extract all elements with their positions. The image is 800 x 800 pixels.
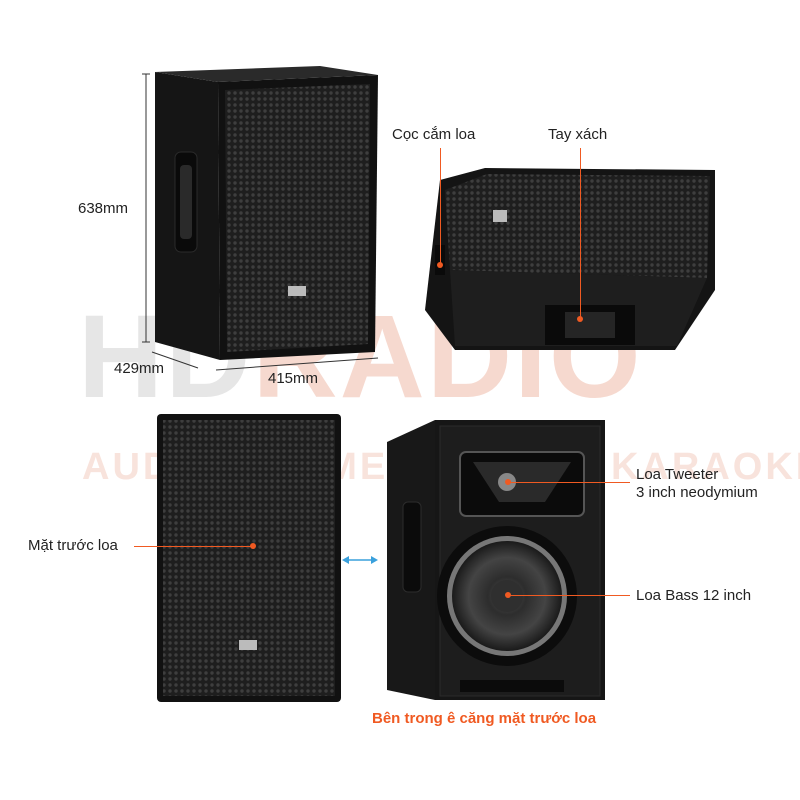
double-arrow-icon xyxy=(342,556,378,564)
speaker-internal-view-image xyxy=(387,420,605,700)
label-tweeter-line2: 3 inch neodymium xyxy=(636,484,758,501)
internal-view-caption: Bên trong ê căng mặt trước loa xyxy=(372,710,597,727)
dimension-width: 415mm xyxy=(268,370,319,387)
label-tweeter-line1: Loa Tweeter xyxy=(636,466,719,483)
pointer-speaker-post xyxy=(440,148,441,264)
pointer-dot-handle xyxy=(577,316,583,322)
pointer-front-face xyxy=(134,546,252,547)
jbl-logo xyxy=(288,286,306,296)
label-front-face: Mặt trước loa xyxy=(28,537,118,554)
speaker-side-view-image xyxy=(142,66,379,371)
pointer-dot-tweeter xyxy=(505,479,511,485)
dimension-depth: 429mm xyxy=(114,360,165,377)
label-bass: Loa Bass 12 inch xyxy=(636,587,752,604)
pointer-bass xyxy=(510,595,630,596)
pointer-dot-front-face xyxy=(250,543,256,549)
pointer-dot-bass xyxy=(505,592,511,598)
speaker-front-view-image xyxy=(157,414,341,702)
pointer-dot-speaker-post xyxy=(437,262,443,268)
dimension-height: 638mm xyxy=(78,200,129,217)
label-speaker-post: Cọc cắm loa xyxy=(392,126,476,143)
pointer-tweeter xyxy=(510,482,630,483)
label-handle: Tay xách xyxy=(548,126,608,143)
speaker-monitor-view-image xyxy=(425,168,715,350)
pointer-handle xyxy=(580,148,581,318)
